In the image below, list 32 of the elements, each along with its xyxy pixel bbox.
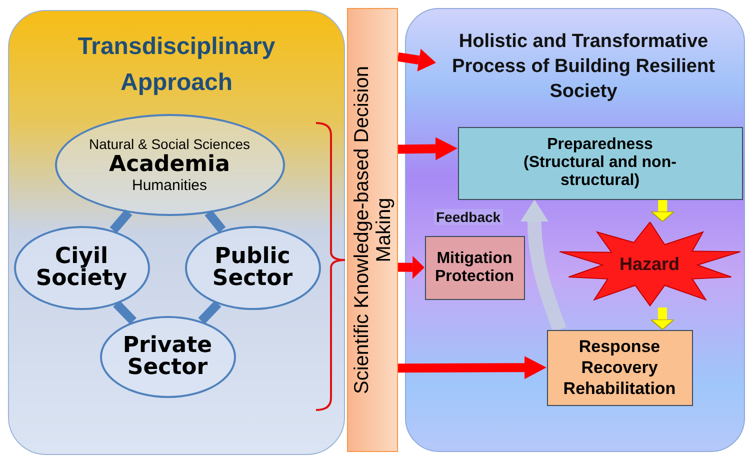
node-label: Hazard <box>619 254 680 275</box>
connector-line <box>204 210 226 233</box>
node-subtitle: Humanities <box>132 176 208 194</box>
node-label: Response Recovery Rehabilitation <box>562 336 677 399</box>
node-label: Mitigation Protection <box>434 250 516 286</box>
node-label: Ciyil Society <box>34 246 128 290</box>
connector-line <box>113 300 136 324</box>
connector-line <box>198 300 222 324</box>
arrow <box>520 200 566 332</box>
node-label: Public Sector <box>211 246 294 290</box>
panel-title: Transdisciplinary Approach <box>76 32 276 98</box>
process-box <box>424 236 524 300</box>
arrow <box>398 356 546 380</box>
arrow <box>650 199 675 222</box>
edge-label: Feedback <box>434 209 503 225</box>
node-label: Private Sector <box>122 334 214 378</box>
process-box <box>458 126 742 200</box>
arrow <box>650 307 674 330</box>
node-label: Preparedness <box>547 136 653 154</box>
connector-line <box>110 209 132 234</box>
node-label: (Structural and non-structural) <box>522 154 678 190</box>
vertical-label: Scientific Knowledge-based Decision Making <box>350 65 394 395</box>
rounded-panel <box>8 10 345 455</box>
arrow <box>398 137 458 160</box>
process-box <box>546 330 692 406</box>
node-heading: Natural & Social Sciences <box>88 136 250 152</box>
panel-title: Holistic and Transformative Process of Building Resilient Society <box>451 30 716 104</box>
node-label: Academia <box>109 152 230 176</box>
arrow <box>398 256 424 279</box>
vertical-bar <box>347 8 398 452</box>
arrow <box>397 48 436 72</box>
rounded-panel <box>405 8 745 452</box>
